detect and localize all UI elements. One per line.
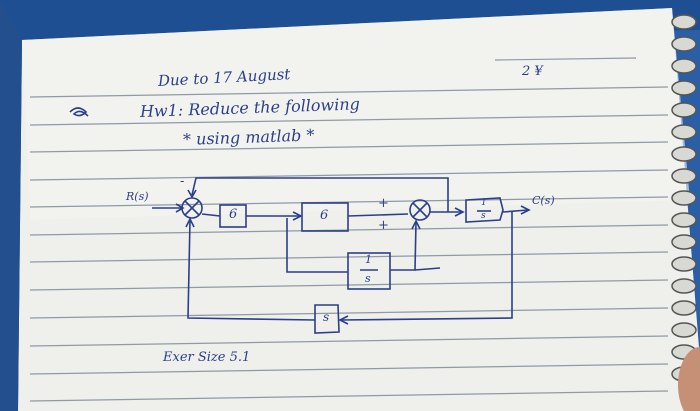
finger: [678, 347, 700, 411]
block-1-label: 6: [229, 207, 238, 222]
block-integrator-box: [347, 252, 391, 290]
output-block-denominator: s: [481, 211, 486, 221]
block-2-label: 6: [320, 208, 329, 223]
summing-junction-2: [409, 199, 431, 221]
ruled-lines: [29, 57, 669, 402]
margin-scribble: [69, 107, 89, 117]
input-label: R(s): [126, 190, 149, 203]
sum-sign-bottom: +: [378, 218, 389, 233]
output-label: C(s): [532, 194, 555, 207]
integrator-denominator: s: [365, 272, 371, 285]
integrator-numerator: 1: [365, 253, 372, 266]
block-diagram: [152, 177, 531, 334]
page-number-mark: 2 ¥: [522, 64, 543, 79]
footer-note: Exer Size 5.1: [163, 350, 251, 365]
feedback-block-label: s: [323, 310, 330, 324]
block-feedback-box: [314, 304, 340, 334]
feedback-sign: -: [180, 174, 185, 189]
output-block-numerator: 1: [481, 198, 487, 208]
sum-sign-top: +: [378, 196, 389, 211]
block-output-box: [465, 197, 504, 223]
block-2-box: [301, 202, 349, 232]
spiral-binding: [671, 14, 697, 382]
